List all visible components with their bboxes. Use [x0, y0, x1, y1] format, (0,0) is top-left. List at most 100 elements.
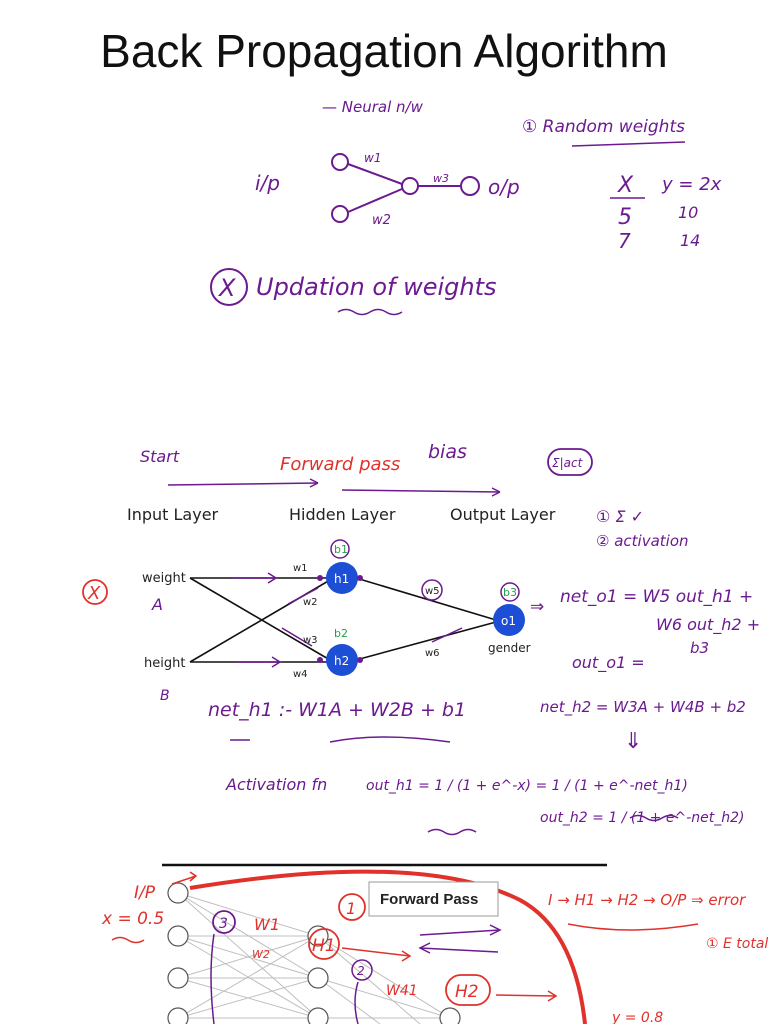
w5-circle — [421, 579, 443, 601]
output-node-o1 — [493, 604, 525, 636]
circled-2-mark — [351, 959, 373, 981]
weight-input-label: weight — [142, 571, 186, 586]
mesh-nodes — [167, 882, 461, 1024]
x-value-squiggle — [111, 936, 145, 944]
input-layer-label: Input Layer — [127, 505, 219, 524]
forward-pass-box — [368, 881, 499, 917]
w1-edge-label: w1 — [293, 563, 308, 574]
table-row-2-x: 7 — [618, 229, 631, 253]
step-2-note: ② activation — [596, 532, 689, 550]
step-1-note: ① Σ ✓ — [596, 507, 644, 526]
h1-circle-mark — [308, 928, 340, 960]
h2-label: h2 — [334, 654, 349, 668]
output-label: o/p — [488, 175, 520, 199]
table-y-header: y = 2x — [661, 174, 722, 195]
backprop-squiggle-left — [210, 933, 215, 1024]
table-x-header: X — [617, 173, 634, 198]
output-layer-label: Output Layer — [450, 505, 556, 524]
edge-h1-o1 — [355, 577, 497, 621]
input-arrow — [171, 871, 198, 885]
net-h1: net_h1 :- W1A + W2B + b1 — [208, 699, 466, 721]
section-neural-network-intro: — Neural n/w ① Random weights i/p w1 w2 … — [210, 98, 722, 316]
hidden-node-h1 — [326, 562, 358, 594]
hidden-layer-label: Hidden Layer — [289, 505, 396, 524]
net-h1-brace — [329, 736, 451, 743]
w1-flow-arrow — [232, 572, 278, 584]
h1-note: H1 — [312, 936, 336, 956]
forward-arrow-head — [491, 487, 501, 497]
out-h2-squiggle — [629, 814, 679, 822]
edge-weight-h2 — [189, 577, 331, 661]
input-node-1 — [331, 153, 349, 171]
input-node-2 — [331, 205, 349, 223]
updation-of-weights: Updation of weights — [256, 273, 497, 301]
circled-1-mark — [338, 893, 366, 921]
random-weights-note: ① Random weights — [522, 117, 685, 137]
down-arrow: ⇓ — [624, 729, 642, 754]
edge-w1 — [347, 163, 403, 185]
table-row-1-x: 5 — [618, 205, 632, 230]
forward-arrow — [341, 489, 501, 493]
weight-variable: A — [151, 595, 163, 614]
h1-arrow — [341, 947, 412, 962]
hidden-node-h2 — [326, 644, 358, 676]
out-h2-equation: out_h2 = 1 / (1 + e^-net_h2) — [540, 810, 744, 826]
height-variable: B — [160, 688, 170, 704]
updation-circle-mark — [210, 268, 248, 306]
h1-output-dot — [357, 575, 363, 581]
flow-note: I → H1 → H2 → O/P ⇒ error — [548, 891, 746, 909]
w4-edge-label: w4 — [293, 669, 308, 680]
x-mark-circle — [82, 579, 108, 605]
forward-pass-note: Forward pass — [280, 454, 400, 475]
w1-label: w1 — [364, 151, 381, 165]
bidirectional-arrows — [418, 924, 502, 954]
height-input-label: height — [144, 656, 185, 671]
w3-edge-label: w3 — [303, 635, 318, 646]
bias-b1: b1 — [334, 543, 348, 556]
updation-x-mark: X — [217, 274, 236, 302]
flow-brace — [567, 923, 699, 931]
h2-input-dot — [317, 657, 323, 663]
circled-3-mark — [212, 910, 236, 934]
section-forward-pass-diagram: Start Forward pass bias Σ|act Input Laye… — [82, 441, 760, 836]
random-weights-underline — [571, 141, 686, 147]
net-h1-underline — [230, 736, 252, 740]
start-arrow-head — [309, 478, 319, 488]
backprop-squiggle-mid — [354, 981, 359, 1024]
w2-edge-label: w2 — [303, 597, 318, 608]
start-note: Start — [140, 447, 180, 466]
y-value-note: y = 0.8 — [611, 1010, 663, 1024]
output-node — [460, 176, 480, 196]
x-mark: X — [87, 583, 101, 604]
w6-flow-arrow — [431, 627, 463, 643]
net-o1-line3: b3 — [690, 639, 709, 657]
w5-edge-label: w5 — [425, 586, 440, 597]
w1-note: W1 — [254, 915, 280, 934]
h1-input-dot — [317, 575, 323, 581]
forward-pass-box-label: Forward Pass — [380, 891, 478, 908]
h2-note: H2 — [455, 982, 479, 1002]
start-arrow — [167, 482, 319, 486]
net-o1-line2: W6 out_h2 + — [656, 615, 760, 635]
section-forward-pass-slide: I/P x = 0.5 1 Forward Pass I → H1 → H2 →… — [101, 863, 768, 1024]
out-o1: out_o1 = — [572, 653, 645, 673]
h1-label: h1 — [334, 572, 349, 586]
w4-flow-arrow — [236, 656, 282, 668]
w3-label: w3 — [433, 172, 449, 185]
bias-b3: b3 — [503, 586, 517, 599]
bias-b2: b2 — [334, 627, 348, 640]
o1-label: o1 — [501, 614, 516, 628]
h2-circle-mark — [445, 974, 491, 1006]
e-total-note: ① E total — [706, 936, 768, 952]
net-h2: net_h2 = W3A + W4B + b2 — [540, 698, 746, 717]
input-note: I/P — [134, 883, 156, 903]
b3-circle — [500, 582, 520, 602]
bias-note: bias — [428, 441, 467, 463]
edge-h2-o1 — [355, 621, 497, 661]
hidden-node — [401, 177, 419, 195]
w41-note: W41 — [386, 983, 418, 999]
input-label: i/p — [255, 171, 280, 195]
b1-circle — [330, 539, 350, 559]
